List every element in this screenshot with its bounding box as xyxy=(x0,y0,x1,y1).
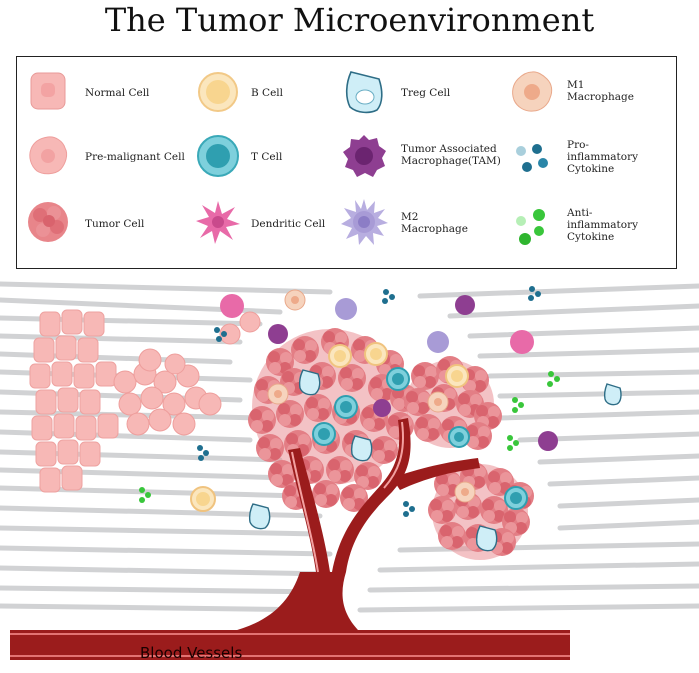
legend-label-tumor: Tumor Cell xyxy=(85,218,145,230)
b-cell-icon xyxy=(198,72,238,112)
legend-box: Normal Cell Pre-malignant Cell Tumor Cel… xyxy=(16,56,677,269)
t-cell-icon xyxy=(197,135,239,177)
pro-inflammatory-cytokines xyxy=(197,286,541,517)
legend-label-tcell: T Cell xyxy=(251,151,283,163)
tam-cells xyxy=(268,295,558,451)
diagram-title: The Tumor Microenvironment xyxy=(104,1,595,39)
blood-vessels-label: Blood Vessels xyxy=(140,644,243,662)
premalignant-cell-icon xyxy=(29,136,68,175)
legend-label-dendritic: Dendritic Cell xyxy=(251,218,326,230)
treg-cells xyxy=(248,369,622,552)
normal-cell-icon xyxy=(30,72,66,110)
legend-label-treg: Treg Cell xyxy=(401,87,451,99)
dendritic-cell-icon xyxy=(196,201,240,244)
legend-label-antiinflam: Anti- inflammatory Cytokine xyxy=(567,207,639,243)
blood-vessels xyxy=(10,418,570,660)
legend-label-m1: M1 Macrophage xyxy=(567,79,634,103)
tumor-cell-icon xyxy=(28,202,68,242)
b-cells xyxy=(190,342,469,512)
pro-inflammatory-cytokine-icon xyxy=(516,144,548,172)
legend-label-m2: M2 Macrophage xyxy=(401,211,468,235)
legend-label-normal: Normal Cell xyxy=(85,87,150,99)
m2-macrophage-icon xyxy=(341,199,388,245)
dendritic-cells xyxy=(220,294,534,354)
tumor-mass-right-top xyxy=(404,356,502,450)
legend-label-tam: Tumor Associated Macrophage(TAM) xyxy=(401,143,501,167)
m1-macrophages xyxy=(267,289,476,503)
premalignant-cells xyxy=(113,311,261,436)
t-cells xyxy=(312,367,528,510)
treg-cell-icon xyxy=(345,71,383,114)
legend-label-proinflam: Pro- inflammatory Cytokine xyxy=(567,139,639,175)
anti-inflammatory-cytokines xyxy=(139,371,560,503)
legend-label-premalignant: Pre-malignant Cell xyxy=(85,151,185,163)
anti-inflammatory-cytokine-icon xyxy=(516,209,545,245)
legend-label-bcell: B Cell xyxy=(251,87,284,99)
normal-cells xyxy=(29,309,119,493)
tam-icon xyxy=(343,135,386,177)
tumor-scene xyxy=(0,281,699,660)
m1-macrophage-icon xyxy=(512,71,553,112)
m2-macrophages xyxy=(335,298,449,353)
